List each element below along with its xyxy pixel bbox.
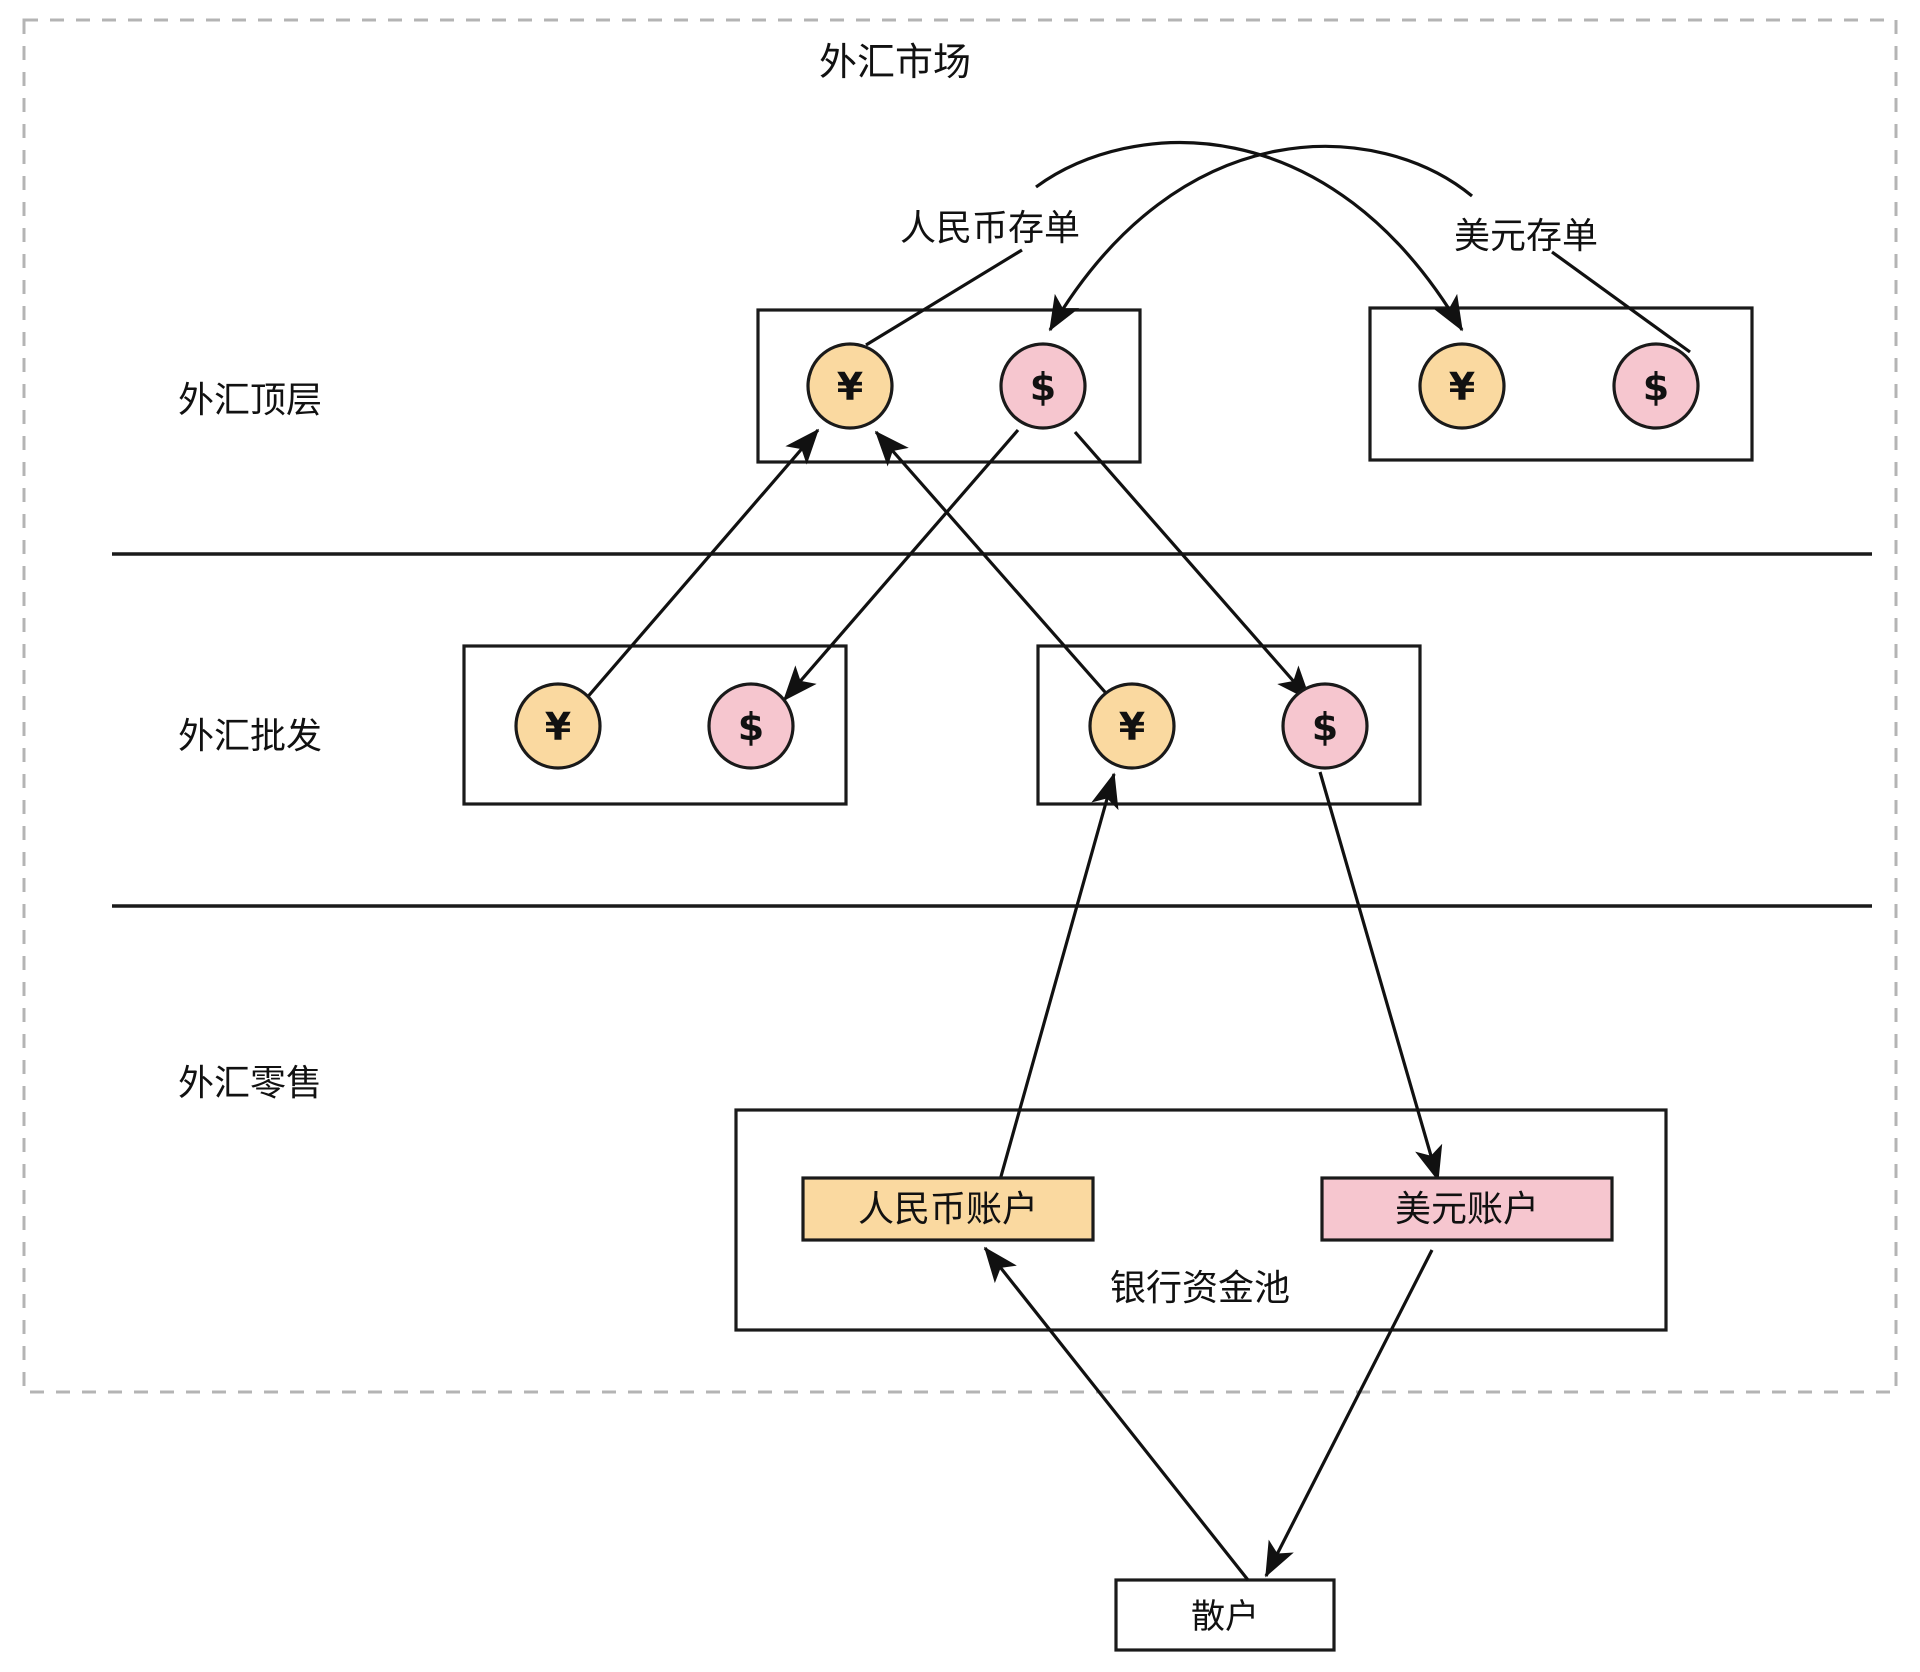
coin-wholesale-left-usd[interactable]: $ xyxy=(707,682,795,770)
bank-pool-label: 银行资金池 xyxy=(1110,1268,1290,1309)
coin-wholesale-right-usd[interactable]: $ xyxy=(1281,682,1369,770)
edge-wsright-cny-to-topleft-cny xyxy=(874,430,1114,702)
coin-symbol: ¥ xyxy=(545,705,571,749)
annotation-cny-cd-label: 人民币存单 xyxy=(900,208,1080,249)
edge-topleft-usd-to-wsleft-usd xyxy=(782,428,1020,702)
layer-label-top: 外汇顶层 xyxy=(178,380,322,421)
page-title: 外汇市场 xyxy=(819,40,971,84)
coin-symbol: $ xyxy=(1312,705,1338,749)
coin-symbol: $ xyxy=(1643,365,1669,409)
coin-symbol: $ xyxy=(738,705,764,749)
coin-top-left-cny[interactable]: ¥ xyxy=(806,342,894,430)
edge-usd-account-to-retail xyxy=(1264,1249,1434,1578)
edge-topleft-usd-to-wsright-usd xyxy=(1073,430,1312,702)
edge-label-usd-cd-to-coin xyxy=(1551,250,1691,354)
coin-top-left-usd[interactable]: $ xyxy=(999,342,1087,430)
coin-symbol: ¥ xyxy=(1119,705,1145,749)
retail-investor-label: 散户 xyxy=(1191,1597,1259,1637)
coin-top-right-usd[interactable]: $ xyxy=(1612,342,1700,430)
edge-label-cny-cd-to-coin xyxy=(865,248,1023,347)
retail-investor-box[interactable] xyxy=(1114,1578,1336,1652)
annotation-usd-cd-label: 美元存单 xyxy=(1454,216,1598,257)
layer-label-wholesale: 外汇批发 xyxy=(178,716,322,757)
account-usd[interactable]: 美元账户 xyxy=(1320,1176,1614,1242)
coin-symbol: ¥ xyxy=(837,365,863,409)
edge-curve-left-to-right-cny xyxy=(1035,141,1464,332)
edge-wsleft-cny-to-topleft-cny xyxy=(583,428,820,702)
edge-retail-to-cny-account xyxy=(983,1246,1250,1581)
edge-wsright-usd-to-usd-account xyxy=(1318,771,1443,1182)
account-label: 美元账户 xyxy=(1395,1189,1539,1230)
coin-wholesale-left-cny[interactable]: ¥ xyxy=(514,682,602,770)
layer-label-retail: 外汇零售 xyxy=(178,1063,322,1104)
market-boundary xyxy=(22,18,1898,1394)
coin-symbol: ¥ xyxy=(1449,365,1475,409)
coin-top-right-cny[interactable]: ¥ xyxy=(1418,342,1506,430)
coin-wholesale-right-cny[interactable]: ¥ xyxy=(1088,682,1176,770)
account-cny[interactable]: 人民币账户 xyxy=(801,1176,1095,1242)
edge-curve-right-to-left-usd xyxy=(1048,144,1474,332)
edge-cny-account-to-wsright-cny xyxy=(998,772,1119,1181)
account-label: 人民币账户 xyxy=(858,1189,1038,1230)
coin-symbol: $ xyxy=(1030,365,1056,409)
